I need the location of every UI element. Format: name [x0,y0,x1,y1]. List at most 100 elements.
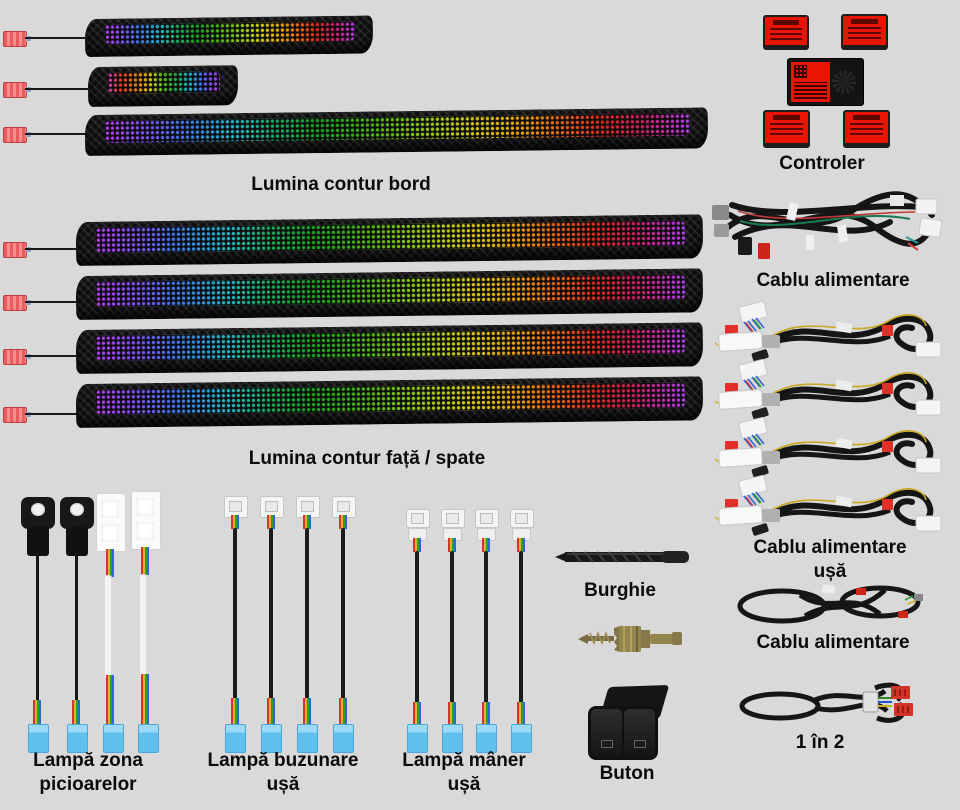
wire [36,553,39,703]
wire-bundle-icon [413,702,421,725]
led-band [95,220,686,253]
wire [341,528,345,700]
foot-lamp-icon [60,497,94,529]
foot-lamp-icon [21,497,55,529]
handle-lamp-label: Lampă mâner ușă [402,749,526,797]
wire-bundle-icon [267,515,275,529]
rgb-strip-long-4 [75,376,704,428]
red-power-connector-icon [3,82,31,98]
wire [415,551,419,704]
blue-connector-icon [333,724,354,753]
remote-control-icon [763,15,809,50]
door-cable-icon [714,359,942,420]
wiring-harness-icon [712,191,943,259]
blue-connector-icon [511,724,532,753]
wire-bundle-icon [231,698,239,725]
blue-connector-icon [261,724,282,753]
wire-bundle-icon [106,675,114,725]
rgb-strip-bord-3 [84,107,709,156]
white-wire [104,575,112,679]
red-power-connector-icon [3,349,31,365]
foot-lamp-body [66,527,88,556]
bord-label: Lumina contur bord [251,174,431,195]
door-cable-icon [714,475,942,536]
wire [450,551,454,704]
red-power-connector-icon [3,295,31,311]
white-connector-icon [441,509,465,541]
button-rocker-left [591,709,622,757]
white-connector-icon [260,496,284,518]
wire-bundle-icon [72,700,80,725]
splitter-cable-icon [739,682,913,723]
drill-bit-icon [555,551,689,563]
white-connector-icon [296,496,320,518]
red-power-connector-icon [3,242,31,258]
red-power-connector-icon [3,407,31,423]
foot-lamp-label: Lampă zona picioarelor [33,749,143,797]
foot-lamp-label-line2: picioarelor [39,774,137,795]
wire [484,551,488,704]
rgb-strip-long-1 [75,214,704,266]
led-band [104,113,691,143]
push-button-icon [588,706,658,760]
wire-bundle-icon [106,549,114,577]
red-power-connector-icon [3,31,31,47]
door-power-label-line2: ușă [813,561,847,582]
coiled-cable-icon [737,584,923,624]
led-band [107,71,221,94]
wire-bundle-icon [482,702,490,725]
blue-connector-icon [476,724,497,753]
wire-bundle-icon [267,698,275,725]
door-cable-icon [714,301,942,362]
blue-connector-icon [407,724,428,753]
rgb-strip-bord-2 [87,65,239,107]
remote-control-icon [841,14,888,50]
wire-bundle-icon [141,547,149,575]
wire-bundle-icon [448,538,456,552]
wire-bundle-icon [413,538,421,552]
wire [233,528,237,700]
led-band [104,21,356,44]
wire [75,553,78,703]
wire-bundle-icon [33,700,41,725]
power-harness-label: Cablu alimentare [756,270,910,291]
wire [25,37,91,39]
led-band [95,274,686,307]
wire [269,528,273,700]
foot-lamp-white-icon [131,491,161,550]
led-band [95,382,686,415]
one-in-two-label: 1 în 2 [795,732,845,753]
blue-connector-icon [67,724,88,753]
white-connector-icon [475,509,499,541]
remote-control-icon [763,110,810,148]
red-power-connector-icon [3,127,31,143]
drill-label: Burghie [584,580,656,601]
wire [25,355,83,357]
blue-connector-icon [225,724,246,753]
handle-lamp-label-line1: Lampă mâner [402,750,526,771]
door-cable-icon [714,417,942,478]
wire-bundle-icon [339,698,347,725]
wire-bundle-icon [517,702,525,725]
blue-connector-icon [28,724,49,753]
wire [519,551,523,704]
wire-bundle-icon [141,674,149,725]
power-coil-label: Cablu alimentare [756,632,910,653]
controller-box-icon [787,58,864,106]
wire [25,301,83,303]
blue-connector-icon [297,724,318,753]
wire-bundle-icon [339,515,347,529]
controller-logo-icon [832,70,856,94]
wire-bundle-icon [482,538,490,552]
blue-connector-icon [138,724,159,753]
controller-label: Controler [779,153,865,174]
wire-bundle-icon [303,515,311,529]
rgb-strip-long-3 [75,322,704,374]
white-connector-icon [510,509,534,541]
wire [25,248,83,250]
door-power-label: Cablu alimentare ușă [753,536,906,584]
white-wire [139,574,147,678]
foot-lamp-body [27,527,49,556]
blue-connector-icon [442,724,463,753]
